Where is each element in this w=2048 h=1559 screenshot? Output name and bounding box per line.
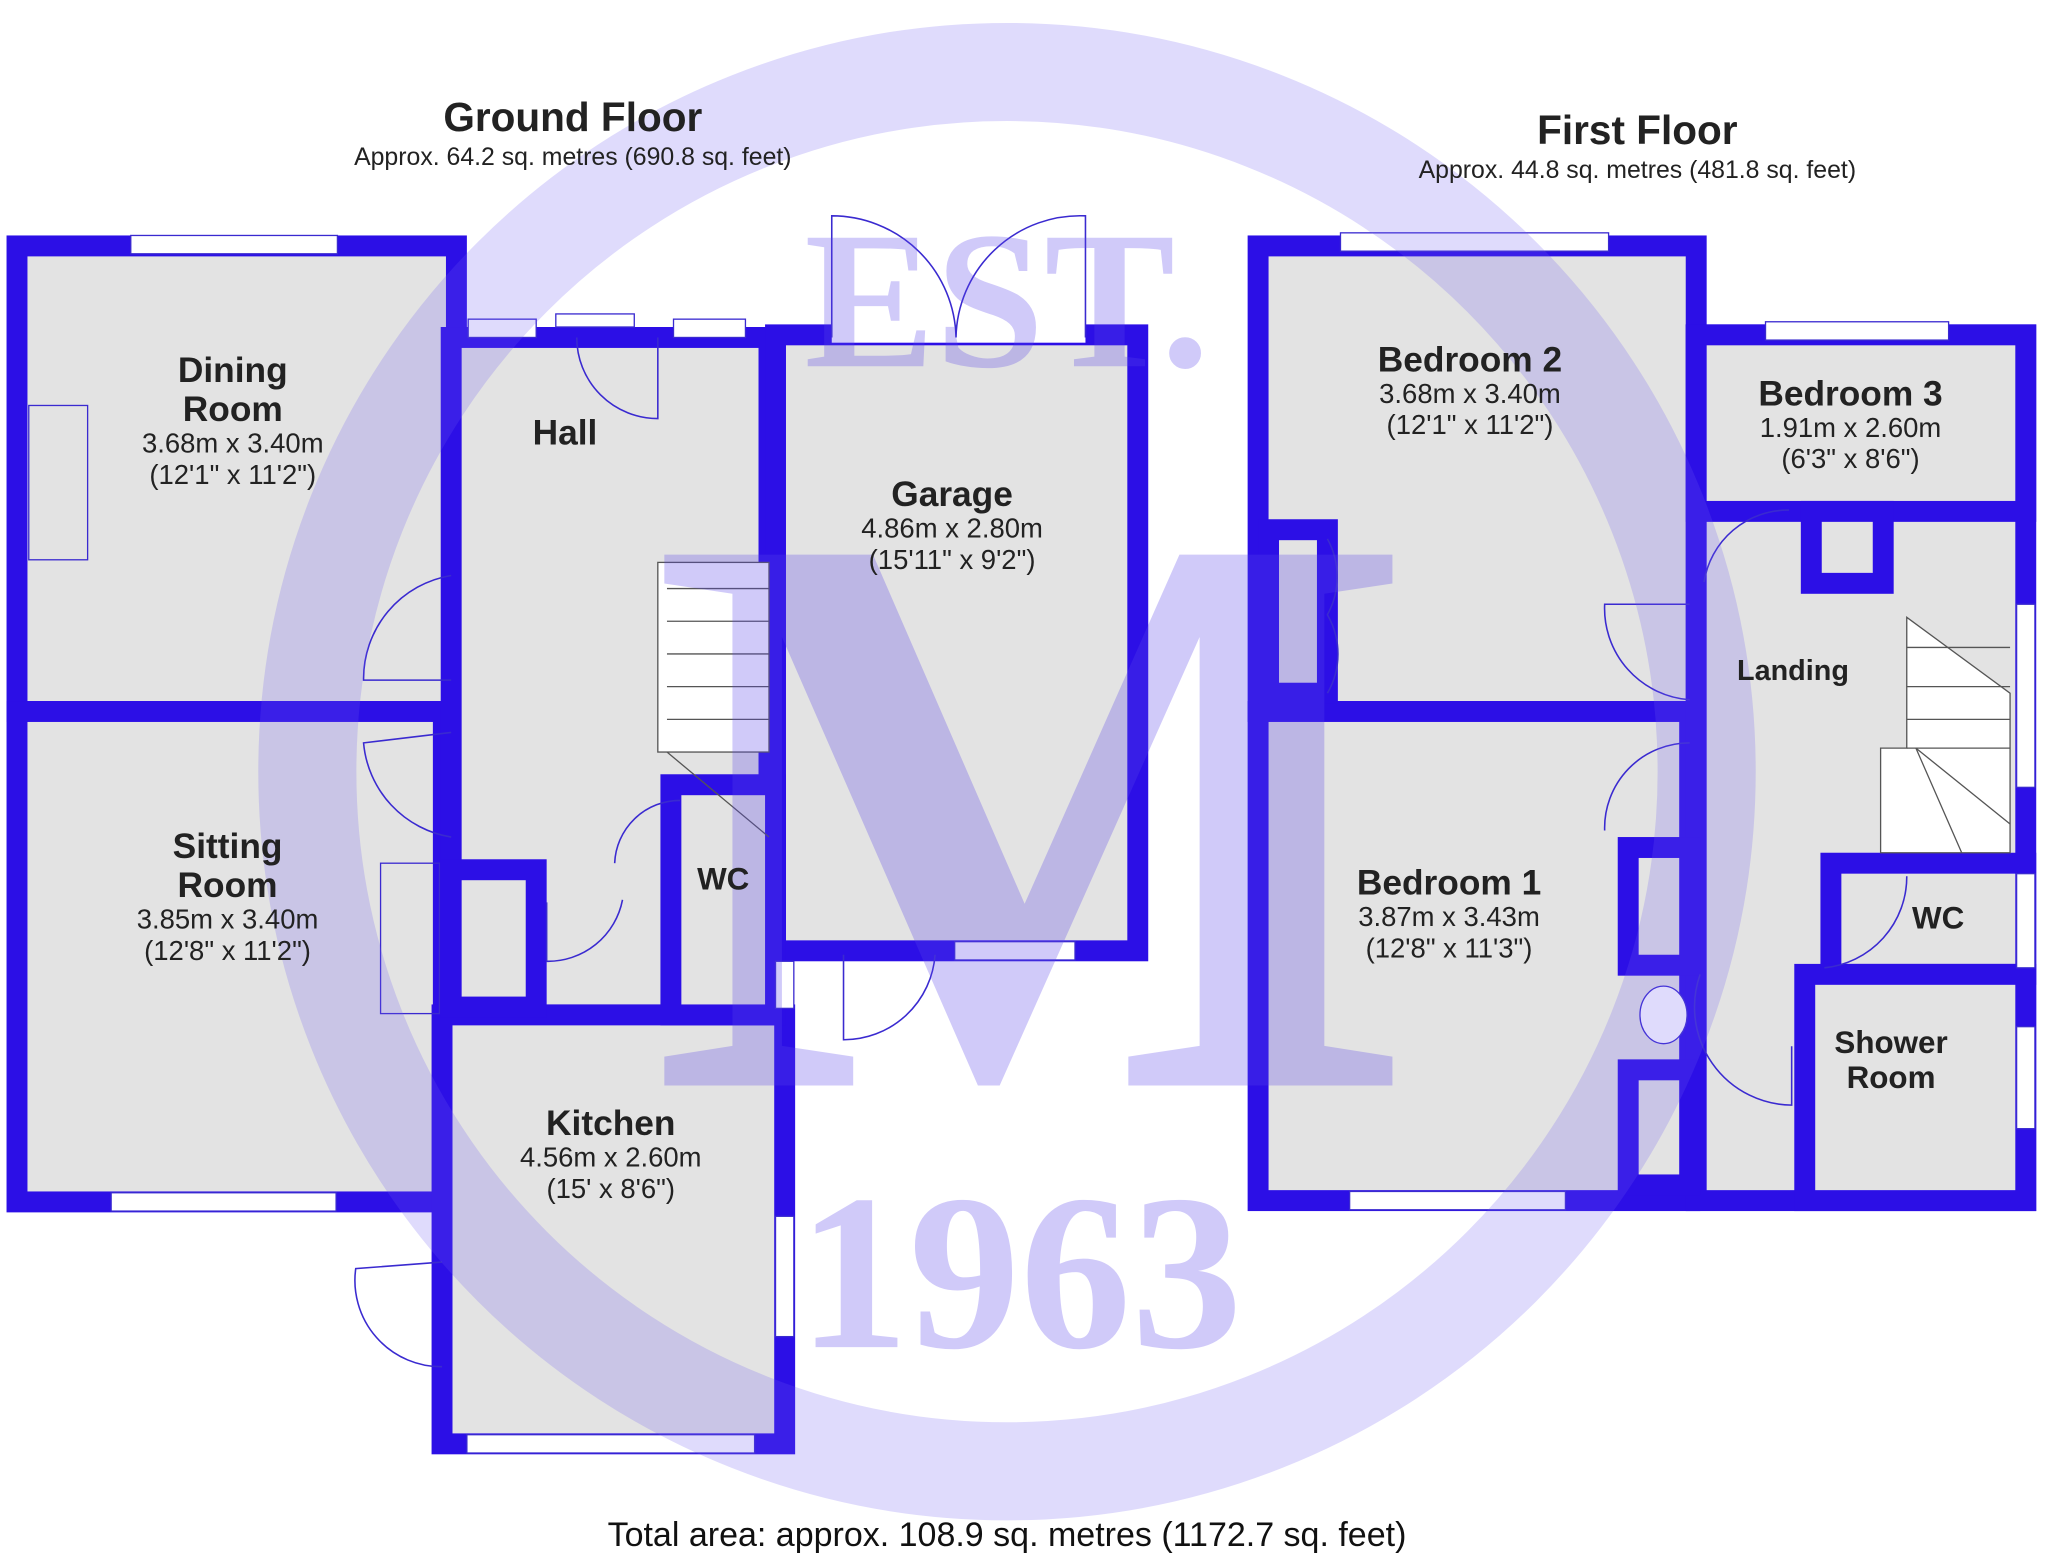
window — [1764, 321, 1950, 341]
window — [2015, 873, 2036, 969]
room-dimensions: (12'8" x 11'2") — [144, 935, 311, 966]
watermark-letter: M — [650, 364, 1415, 1262]
room-dimensions: (15' x 8'6") — [546, 1173, 675, 1204]
room-label: Bedroom 2 — [1378, 340, 1562, 379]
cupboard-door — [545, 899, 624, 963]
room-label: Hall — [533, 414, 598, 453]
first-floor-plan — [1247, 232, 2037, 1212]
room-label: Shower — [1834, 1025, 1947, 1060]
window — [2015, 603, 2036, 789]
window — [555, 313, 635, 328]
room-dimensions: (6'3" x 8'6") — [1781, 443, 1919, 474]
wc-door-first — [1824, 876, 1908, 969]
room-dimensions: (12'1" x 11'2") — [1387, 409, 1554, 440]
window — [466, 1434, 756, 1454]
room-dimensions: 3.68m x 3.40m — [1379, 378, 1561, 409]
window — [2015, 1026, 2036, 1130]
garage-area — [765, 324, 1149, 962]
room-label: WC — [697, 861, 749, 896]
kitchen-back-door — [354, 1261, 443, 1368]
room-label: Kitchen — [546, 1104, 675, 1143]
room-dimensions: (12'1" x 11'2") — [149, 459, 316, 490]
room-label: Room — [1847, 1060, 1936, 1095]
garage-door — [830, 215, 1087, 338]
room-dimensions: 4.56m x 2.60m — [520, 1142, 702, 1173]
wardrobe — [1617, 837, 1701, 976]
watermark-est: EST. — [804, 192, 1209, 409]
garage-side-door — [842, 954, 936, 1041]
room-label: Dining — [178, 351, 288, 390]
staircase — [1879, 616, 2011, 854]
wardrobe-doors — [1326, 538, 1339, 694]
room-label: Garage — [891, 475, 1013, 514]
window — [954, 941, 1076, 961]
first-floor-title: First Floor — [1537, 107, 1738, 153]
window — [467, 318, 537, 339]
room-label: Room — [178, 866, 278, 905]
room-dimensions: 4.86m x 2.80m — [861, 513, 1043, 544]
fireplace — [28, 404, 89, 561]
room-dimensions: 1.91m x 2.60m — [1760, 412, 1942, 443]
window — [672, 318, 747, 339]
dining-door — [362, 574, 452, 681]
bedroom-2-door — [1603, 603, 1690, 701]
fireplace — [379, 862, 441, 1015]
wash-basin — [1639, 985, 1688, 1045]
room-dimensions: (12'8" x 11'3") — [1366, 932, 1533, 963]
room-label: Room — [183, 390, 283, 429]
ground-floor-plan — [6, 215, 1149, 1455]
garage-door-gap — [831, 321, 1086, 343]
front-door — [575, 337, 659, 420]
room-dimensions: 3.85m x 3.40m — [137, 904, 319, 935]
shower-door — [1693, 974, 1793, 1106]
room-label: Landing — [1737, 655, 1849, 687]
bedroom-3-door — [1703, 509, 1790, 583]
room-dimensions: 3.87m x 3.43m — [1358, 901, 1540, 932]
room-label: Bedroom 3 — [1758, 374, 1942, 413]
wc-area — [660, 774, 786, 1026]
ground-floor-title: Ground Floor — [443, 94, 702, 140]
window — [110, 1192, 337, 1212]
room-label: Bedroom 1 — [1357, 864, 1541, 903]
ground-floor-area: Approx. 64.2 sq. metres (690.8 sq. feet) — [354, 144, 791, 171]
wardrobe — [1617, 1059, 1701, 1196]
window — [1339, 232, 1610, 252]
window — [130, 234, 339, 255]
room-dimensions: (15'11" x 9'2") — [869, 544, 1036, 575]
wc-door — [613, 799, 681, 864]
watermark-year: 1963 — [798, 1150, 1243, 1396]
cupboard-area — [1258, 519, 1338, 704]
window — [1348, 1190, 1567, 1211]
window — [774, 1215, 795, 1338]
staircase — [657, 561, 770, 838]
watermark-logo: EST. M 1963 — [258, 22, 1756, 1521]
cupboard-area — [440, 859, 547, 1018]
room-label: Sitting — [173, 827, 283, 866]
shower-room-area — [1794, 963, 2037, 1212]
total-area: Total area: approx. 108.9 sq. metres (11… — [608, 1516, 1407, 1554]
room-dimensions: 3.68m x 3.40m — [142, 428, 324, 459]
window — [774, 960, 795, 1010]
bedroom-1-door — [1603, 742, 1690, 831]
airing-cupboard — [1800, 500, 1894, 594]
first-floor-area: Approx. 44.8 sq. metres (481.8 sq. feet) — [1419, 157, 1856, 184]
room-label: WC — [1912, 901, 1964, 936]
sitting-door — [362, 731, 452, 838]
